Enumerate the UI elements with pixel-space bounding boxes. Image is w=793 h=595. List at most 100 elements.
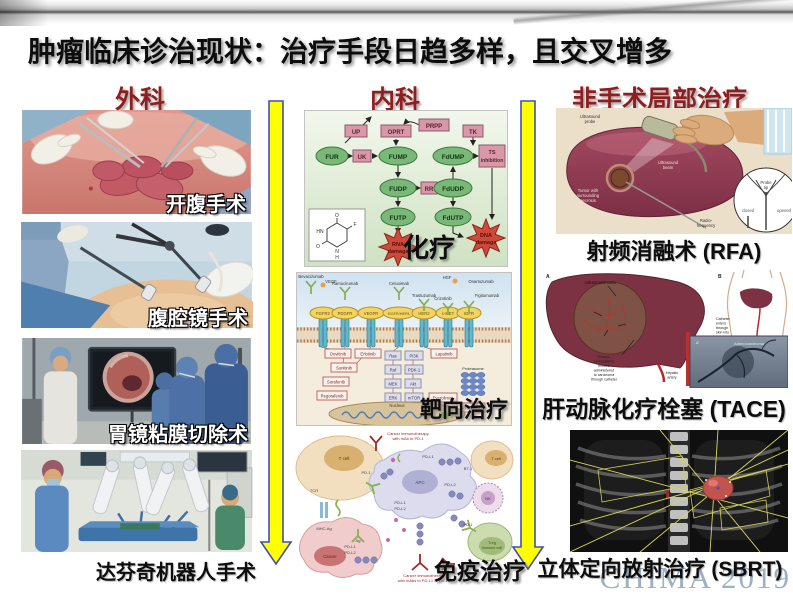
t-cell: T cell <box>295 435 385 501</box>
down-arrow-right <box>511 100 545 570</box>
label-mtor: mTOR <box>408 396 420 401</box>
label-prpp: PRPP <box>426 124 442 130</box>
probe-tip-inset <box>733 167 792 233</box>
label-ts: TS <box>488 150 495 156</box>
tace-a-prime: A' <box>696 341 700 345</box>
label-fdudp: FdUDP <box>442 186 464 193</box>
tace-label-adenocarcinoma-2: Adenocarcinoma <box>734 341 765 346</box>
tace-cath-3: through <box>716 326 728 330</box>
surgical-instruments <box>78 117 210 169</box>
rfa-label-tumor-2: surrounding <box>577 193 600 198</box>
label-mhc-ag: MHC-Ag <box>316 526 331 531</box>
rfa-label-opened: opened <box>777 208 792 213</box>
receptor-name-ovals: FGFR2 PDGFR VEGFR EGFR/HER1 HER2 c-MET I… <box>309 306 482 320</box>
label-nk: NK <box>485 496 491 501</box>
label-igfr: IGFR <box>464 311 474 316</box>
molecule-o-left: O <box>316 244 320 250</box>
label-fdump: FdUMP <box>442 154 465 161</box>
chima-watermark: CHIMA 2019 <box>599 560 791 595</box>
rfa-label-beam-2: beam <box>663 165 674 170</box>
label-dna: DNA <box>480 233 492 239</box>
angiogram-inset: A' Adenocarcinoma <box>689 335 788 388</box>
label-bevacizumab: Bevacizumab <box>298 274 324 279</box>
label-regorafenib: Regorafenib <box>321 394 344 399</box>
label-trastuzumab: Trastuzumab <box>412 293 437 298</box>
down-arrow-left <box>259 100 293 565</box>
rf-needle <box>625 181 707 229</box>
laparoscopic-instruments <box>79 222 212 301</box>
sbrt-image <box>570 430 788 552</box>
rfa-label-rf-2: frequency <box>697 223 716 228</box>
fluorouracil-molecule: O F HN O N H <box>308 208 366 262</box>
targeted-therapy-svg: FGFR2 PDGFR VEGFR EGFR/HER1 HER2 c-MET I… <box>297 273 511 425</box>
label-figitumumab: Figitumumab <box>475 293 500 298</box>
label-tcell: T cell <box>339 456 350 461</box>
caption-chemo: 化疗 <box>403 233 456 263</box>
label-ag: Ag <box>356 538 361 543</box>
tumor <box>610 168 630 188</box>
label-fudp: FUDP <box>389 186 407 193</box>
rna-damage-burst: RNA damage <box>377 226 419 266</box>
molecule-o-top: O <box>335 213 339 219</box>
label-pd1-b: PD-1 <box>463 522 473 527</box>
rfa-label-tip-2: tip <box>764 185 769 190</box>
open-surgery-photo <box>20 110 253 214</box>
label-oprt: OPRT <box>388 130 405 136</box>
caption-rfa: 射频消融术 (RFA) <box>586 239 762 264</box>
spine <box>670 432 688 545</box>
rfa-label-tumor-3: necrosis <box>580 198 596 203</box>
label-her2: HER2 <box>418 311 430 316</box>
bead-chains <box>354 457 466 564</box>
rfa-svg: Ultrasound probe Ultrasound beam Tumor w… <box>556 108 792 234</box>
seated-staff-figure <box>215 484 245 551</box>
molecule-hn: HN <box>316 229 324 235</box>
label-pdl2-a: PD-L2 <box>444 482 456 487</box>
immuno-caption-bottom-2: with mAbs to PD-L1 or PD-L2 <box>398 578 451 583</box>
label-dna-damage: damage <box>476 240 497 246</box>
label-erk: ERK <box>389 396 398 401</box>
marker-labels: TCR PD-1 PD-1 PD-L1 PD-L2 PD-L1 PD-L2 PD… <box>310 454 473 555</box>
chemo-metabolite-ovals: FUR FUMP FdUMP FUDP FdUDP FUTP FdUTP <box>315 146 474 227</box>
column-header-medicine: 内科 <box>369 86 420 114</box>
receptor-pairs <box>320 453 401 518</box>
label-fur: FUR <box>325 154 339 161</box>
label-rna-damage: damage <box>388 249 409 255</box>
immunotherapy-svg: T cell T cell APC Cancer NK <box>292 430 514 585</box>
molecule-n: N <box>335 249 339 255</box>
rfa-label-rf-1: Radio- <box>700 218 713 223</box>
label-fdutp: FdUTP <box>443 215 465 222</box>
open-surgery-illustration <box>22 110 251 214</box>
molecule-h: H <box>335 255 339 261</box>
column-header-surgery: 外科 <box>114 86 165 114</box>
rfa-label-beam-1: Ultrasound <box>658 160 679 165</box>
beam-apertures <box>597 455 771 531</box>
label-akt: Akt <box>410 382 417 387</box>
endoscopy-illustration <box>22 338 251 444</box>
label-crizotinib: Crizotinib <box>434 296 452 301</box>
ultrasound-beam <box>626 138 674 172</box>
immuno-caption-bottom-1: Cancer immunotherapy <box>403 573 445 578</box>
tace-mix-4: administered <box>594 369 615 373</box>
label-pdgfr: PDGFR <box>338 311 353 316</box>
label-ras: Ras <box>389 354 396 359</box>
label-erlotinib: Erlotinib <box>360 352 376 357</box>
label-rr: RR <box>425 187 434 193</box>
nk-cell: NK <box>472 482 504 514</box>
endoscopy-room-photo <box>20 338 253 444</box>
laparoscopic-illustration <box>21 222 253 328</box>
t-cell-2: T cell <box>470 440 514 480</box>
tace-mix-1: Chemo- <box>598 355 612 359</box>
label-ts-inhibition: inhibition <box>481 158 504 164</box>
label-rna: RNA <box>392 242 404 248</box>
caption-tace: 肝动脉化疗栓塞 (TACE) <box>542 396 786 422</box>
robot-arms <box>92 451 210 533</box>
tace-hepatic-2: artery <box>667 376 676 380</box>
tumor-arrows <box>593 311 627 337</box>
rfa-label-probe-2: probe <box>585 119 596 124</box>
label-ramucirumab: Ramucirumab <box>332 281 359 286</box>
tace-mix-6: through catheter <box>591 378 618 382</box>
tace-mix-5: to carcinoma <box>594 373 615 377</box>
rfa-labels: Ultrasound probe Ultrasound beam Tumor w… <box>577 114 792 228</box>
label-pdl1-a: PD-L1 <box>422 454 434 459</box>
rfa-label-tumor-1: Tumor with <box>578 188 599 193</box>
